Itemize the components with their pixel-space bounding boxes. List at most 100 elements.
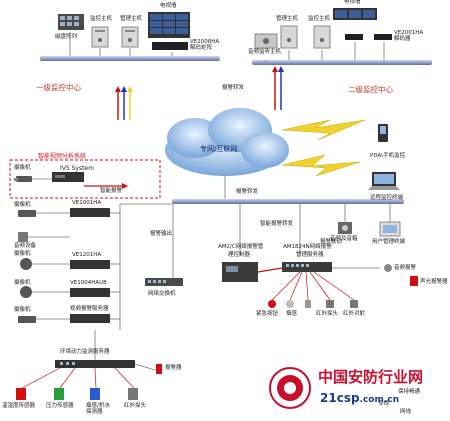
left-device-row-4 [18,314,120,323]
pda-phone-icon [378,124,388,142]
watermark-url-base: 21csp [320,391,360,405]
sensor-wires [271,271,355,301]
leak-probe-label: 红外探头 [124,403,147,409]
manage-host-2-icon [280,25,298,49]
sound-light-alarm-label: 声光报警器 [420,279,448,285]
top-drop-lines [69,32,385,62]
encoder3-label: VE1004HAU8 [70,280,107,286]
pressure-sensor-label: 压力传感器 [46,403,74,409]
camera2-label: 摄像机 [14,251,31,257]
door-sensor-icon [305,300,311,308]
leak-probe-icon [128,388,138,400]
ivs-camera-label: 摄像机 [14,165,31,171]
smoke-sensor-icon [286,300,294,308]
pressure-sensor-icon [54,388,64,400]
bus-middle [172,199,404,204]
audio-speaker-label: 音频及音箱 [330,236,358,242]
alarm-forward-top-label: 报警转发 [222,85,245,91]
tv-wall-right-label: 电视墙 [344,0,361,5]
switch-label: 网络交换机 [148,291,176,297]
level1-center-label: 一级监控中心 [36,83,81,92]
manage-host-icon [121,26,139,48]
left-device-row-2 [20,258,120,270]
water-sensor-icon [90,388,100,400]
audio-device-label: 音频设备 [14,243,37,249]
emergency-label: 紧急按钮 [256,311,279,317]
manage-host-2-label: 管理主机 [276,16,299,22]
logo-emblem-icon [269,367,311,409]
user-mgmt-terminal-icon [379,221,401,237]
am1-label-sub: 管理服务器 [296,252,324,258]
ivs-camera-icon [14,176,32,182]
tv-wall-left-icon [148,12,190,50]
ir-probe-icon [326,300,334,308]
alarm-control-label: 报警联动 [320,239,343,245]
encoder1-label: VE1001HA [72,200,102,206]
network-switch-icon [145,278,183,286]
am1-server-icon [282,262,332,272]
audio-monitor-host-icon [254,33,278,49]
water-sensor-label: 烟感/积水 探测器 [86,403,110,415]
ivs-system-box [9,159,161,199]
env-server-label: 环境动力监测服务器 [60,349,110,355]
left-device-row-1 [18,208,120,217]
infrared-label: 红外对射 [343,311,366,317]
emergency-button-icon [268,300,276,308]
watermark-url: 21csp.com.cn [320,392,399,405]
disk-array-icon [58,14,84,30]
left-device-row-3 [20,286,120,298]
legend-wire-label: 专线 [378,401,390,407]
monitor-host-icon [91,26,109,48]
bus-level2 [252,60,432,65]
wireless-lightning-icon [281,119,366,177]
ir-beam-label: 红外探头 [316,311,339,317]
ivs-box-label: IVS System [60,165,94,172]
watermark-main: 中国安防行业网 [318,368,424,386]
am2-label-sub: 理控制器 [228,252,251,258]
audio-alarm-icon [384,264,392,272]
audio-speaker-icon [338,222,352,234]
am2-label-main: AM2/C网络报警管 [218,244,264,250]
cloud-bus-links [172,176,391,278]
manage-host-label: 管理主机 [120,16,143,22]
ivs-title: 智能视频分析系统 [38,153,87,160]
smoke-label: 烟感 [286,311,298,317]
remote-terminal-label: 远程监控终端 [370,195,404,201]
ivs-smart-alarm-label: 智能报警 [100,188,123,194]
camera4-label: 摄像机 [14,307,31,313]
tv-wall-right-icon [333,8,392,40]
audio-alarm-label: 音频报警 [394,265,417,271]
temp-sensor-label: 温湿度传感器 [2,403,36,409]
temp-humidity-sensor-icon [16,388,26,400]
user-mgmt-label: 用户管理终端 [372,239,406,245]
am1-label-main: AM1824N网络报警 [283,244,332,250]
alarm-light-label: 报警器 [165,365,182,371]
sound-light-alarm-icon [410,276,418,286]
decoder-left-label: VE2008HA 解码矩阵 [190,39,220,51]
ivs-box-icon [52,172,84,182]
monitor-host-2-icon [313,25,331,49]
decoder-right-label: VE2001HA 解码器 [394,30,424,42]
level2-center-label: 二级监控中心 [348,85,393,94]
audio-monitor-host-label: 音频监听主机 [248,49,282,55]
bus-level1 [40,56,220,61]
access-alarm-label: 报警输出 [150,231,173,237]
disk-array-label: 磁盘阵列 [55,34,78,40]
smart-alarm-forward-label: 智能报警转发 [260,221,294,227]
bottom-sensor-wires [21,367,135,389]
legend-net-label: 网线 [400,409,412,415]
env-monitor-server-icon [55,360,135,368]
ir-beam-icon [350,300,358,308]
monitor-host-label: 监控主机 [90,16,113,22]
cloud-label: 专网/互联网 [200,145,238,153]
am-link [257,267,283,273]
camera1-label: 摄像机 [14,202,31,208]
am2-controller-icon [222,262,258,282]
monitor-host-2-label: 监控主机 [308,16,331,22]
left-device-row-audio [18,232,70,242]
internet-cloud-icon [165,108,289,176]
pda-label: PDA\手机监控 [370,153,406,159]
encoder2-label: VE1201HA [72,252,102,258]
alarm-forward-mid-label: 报警转发 [236,189,259,195]
